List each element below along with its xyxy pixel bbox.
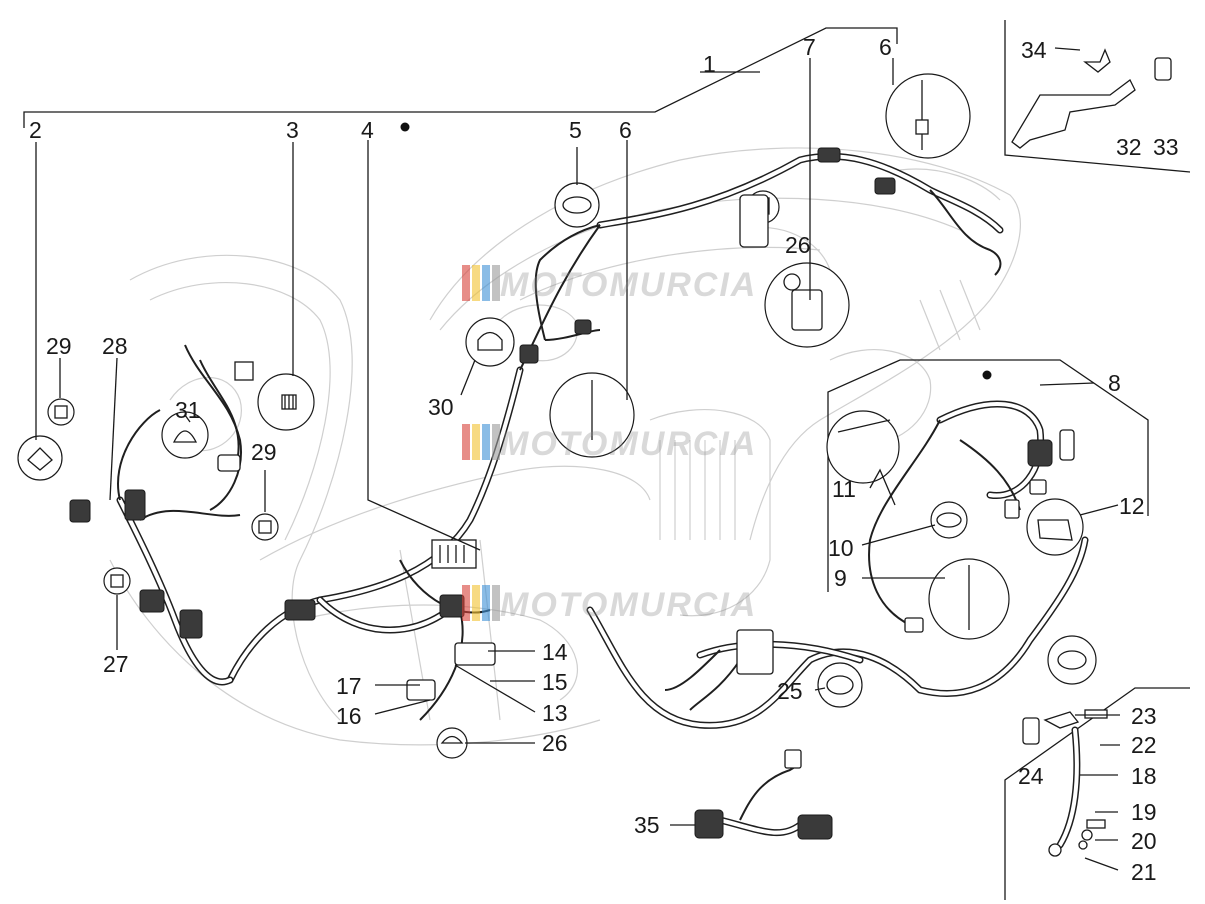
- callout-17: 17: [336, 673, 362, 699]
- watermark: MOTOMURCIA MOTOMURCIA MOTOMURCIA: [462, 265, 757, 624]
- callout-25: 25: [777, 678, 803, 704]
- watermark-text: MOTOMURCIA: [500, 266, 757, 304]
- callout-28: 28: [102, 333, 128, 359]
- watermark-logo: [462, 265, 500, 301]
- callout-22: 22: [1131, 732, 1157, 758]
- callout-19: 19: [1131, 799, 1157, 825]
- watermark-logo: [462, 585, 500, 621]
- callout-20: 20: [1131, 828, 1157, 854]
- rear-wiring-harness: [586, 536, 1089, 729]
- callout-2: 2: [29, 117, 42, 143]
- callout-5: 5: [569, 117, 582, 143]
- callout-32: 32: [1116, 134, 1142, 160]
- callout-8: 8: [1108, 370, 1121, 396]
- callout-10: 10: [828, 535, 854, 561]
- bullet-marker: [400, 122, 410, 132]
- callout-23: 23: [1131, 703, 1157, 729]
- battery-harness: [868, 400, 1075, 633]
- watermark-text: MOTOMURCIA: [500, 425, 757, 463]
- callout-1: 1: [703, 51, 716, 77]
- callout-4: 4: [361, 117, 374, 143]
- callout-11: 11: [832, 476, 856, 502]
- callout-33: 33: [1153, 134, 1179, 160]
- callout-29b: 29: [251, 439, 277, 465]
- callout-9: 9: [834, 565, 847, 591]
- callout-13: 13: [542, 700, 568, 726]
- callout-27: 27: [103, 651, 129, 677]
- callout-labels: 1 2 3 4 5 6 6 7 8 9 10 11 12 13 14 15 16…: [29, 34, 1179, 885]
- watermark-text: MOTOMURCIA: [500, 586, 757, 624]
- section-frames: [827, 20, 1191, 900]
- electrical-components: [69, 147, 896, 701]
- callout-31: 31: [175, 397, 201, 423]
- callout-1-bracket: [23, 27, 898, 128]
- detached-parts: [694, 48, 1172, 857]
- callout-6a: 6: [619, 117, 632, 143]
- callout-18: 18: [1131, 763, 1157, 789]
- callout-24: 24: [1018, 763, 1044, 789]
- callout-14: 14: [542, 639, 568, 665]
- callout-21: 21: [1131, 859, 1157, 885]
- callout-29a: 29: [46, 333, 72, 359]
- callout-30: 30: [428, 394, 454, 420]
- callout-16: 16: [336, 703, 362, 729]
- callout-12: 12: [1119, 493, 1145, 519]
- leader-lines: [35, 47, 1120, 871]
- callout-34: 34: [1021, 37, 1047, 63]
- callout-7: 7: [803, 34, 816, 60]
- bullet-marker: [982, 370, 992, 380]
- watermark-logo: [462, 424, 500, 460]
- callout-15: 15: [542, 669, 568, 695]
- callout-35: 35: [634, 812, 660, 838]
- callout-26a: 26: [785, 232, 811, 258]
- bubble-contents: [27, 80, 1087, 744]
- callout-6b: 6: [879, 34, 892, 60]
- callout-3: 3: [286, 117, 299, 143]
- callout-26b: 26: [542, 730, 568, 756]
